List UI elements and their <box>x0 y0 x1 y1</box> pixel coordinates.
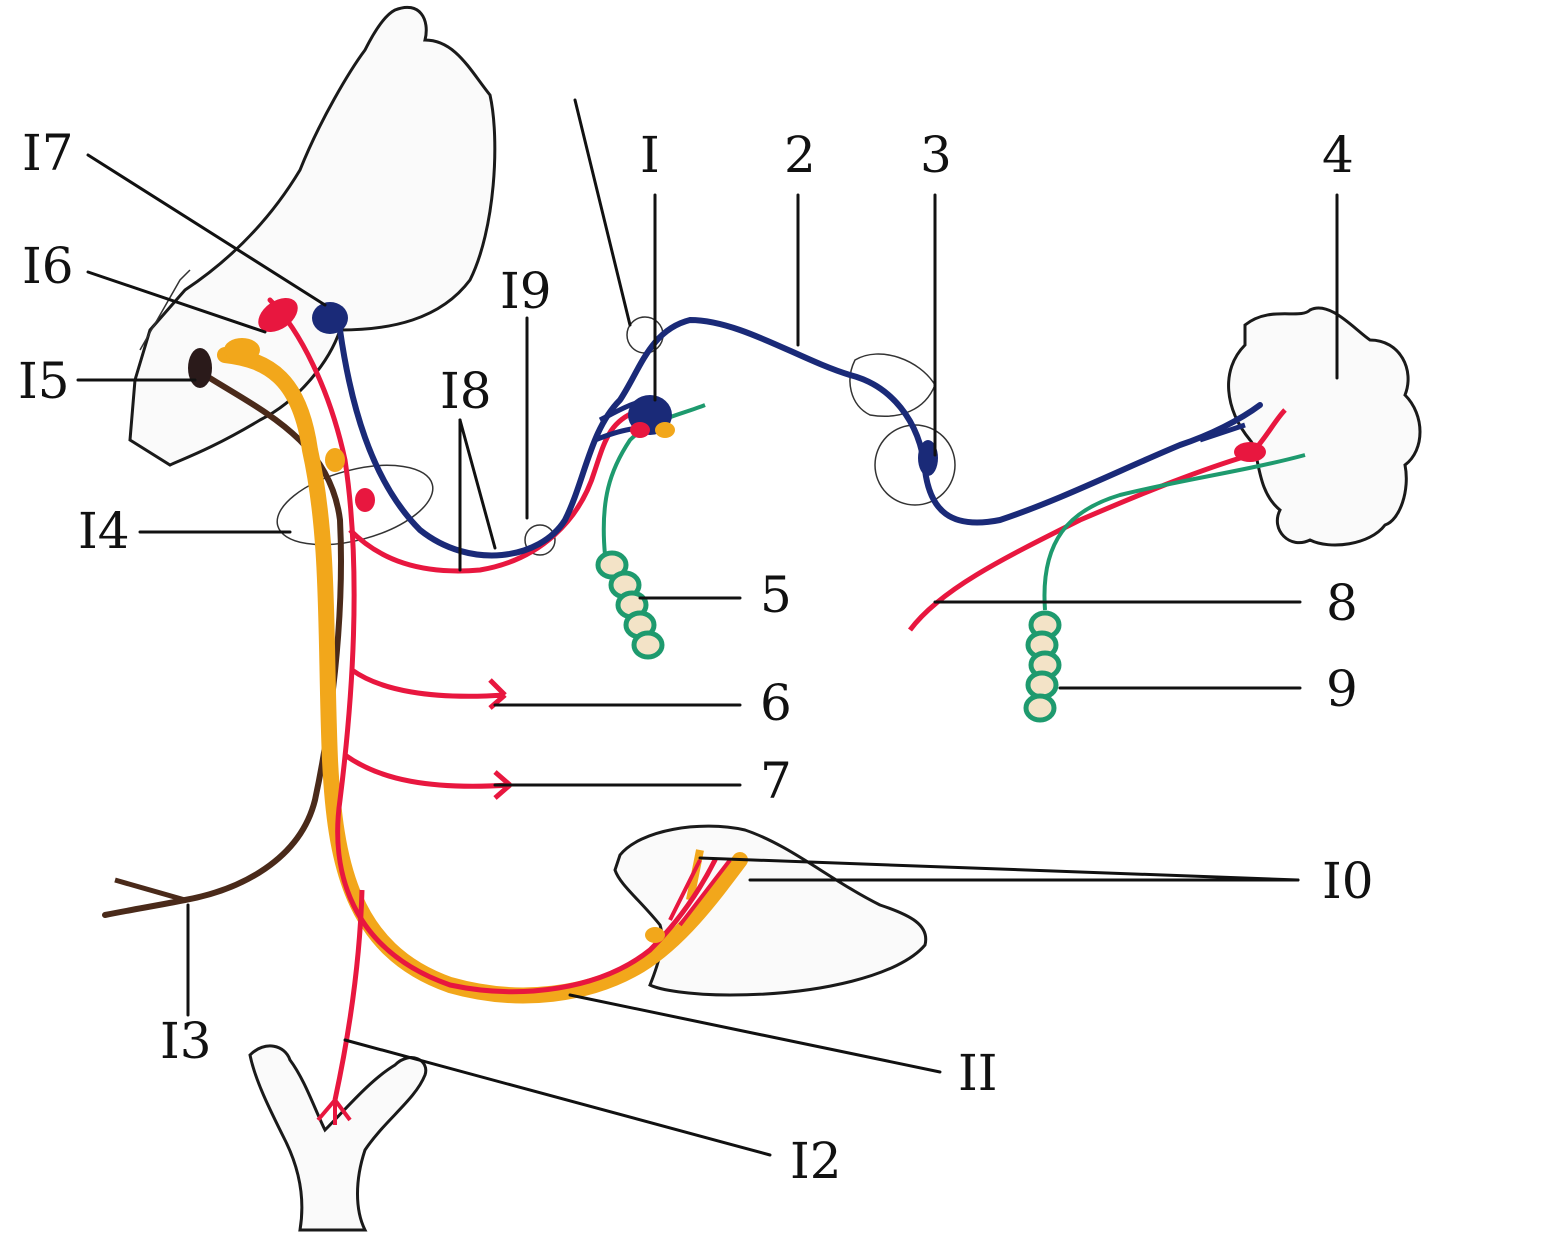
label-13: I3 <box>160 1012 212 1070</box>
label-18: I8 <box>440 362 492 420</box>
tongue-orange-blob <box>645 927 665 943</box>
leader-unlabeled <box>573 98 632 327</box>
leader-11 <box>568 993 942 1074</box>
label-14: I4 <box>78 502 130 560</box>
leader-17 <box>86 153 327 307</box>
ganglion-3-blue <box>918 440 938 476</box>
gland-4-red-junction <box>1234 442 1266 462</box>
ganglion-small-19 <box>524 524 556 556</box>
label-10: I0 <box>1322 852 1374 910</box>
red-nerve-branch-7 <box>343 752 512 800</box>
ganglion-14-red <box>355 488 375 512</box>
red-nerve-to-trachea <box>332 889 365 1101</box>
label-7: 7 <box>760 752 792 810</box>
coiled-gland-5 <box>595 550 665 660</box>
gland-lobulated-outline <box>1227 306 1422 547</box>
ganglion-1-cluster <box>628 395 675 438</box>
label-3: 3 <box>920 126 952 184</box>
blue-nerve-branch-gland <box>1199 422 1246 443</box>
trachea-outline <box>248 1044 428 1232</box>
label-17: I7 <box>22 124 74 182</box>
orange-nerve-branch <box>686 849 704 901</box>
leader-16 <box>86 270 267 334</box>
nucleus-orange <box>224 338 260 362</box>
coiled-gland-9 <box>1023 610 1062 723</box>
red-nerve-main <box>267 297 718 995</box>
green-nerve-9 <box>1042 453 1306 611</box>
leader-10a <box>698 856 1300 882</box>
ganglion-outline-3a <box>849 353 936 417</box>
label-15: I5 <box>18 352 70 410</box>
ganglion-small-pre1 <box>626 316 664 354</box>
label-8: 8 <box>1326 574 1358 632</box>
label-5: 5 <box>760 566 792 624</box>
ganglion-14-orange <box>325 448 345 472</box>
label-12: I2 <box>790 1132 842 1190</box>
label-1: I <box>640 126 660 184</box>
orange-nerve <box>217 347 748 1004</box>
red-nerve-branch-6 <box>350 667 507 710</box>
leader-12 <box>343 1038 772 1157</box>
label-16: I6 <box>22 237 74 295</box>
blue-nerve <box>337 316 1263 559</box>
tongue-region-outline <box>613 824 928 997</box>
brainstem-inner-line <box>139 269 191 351</box>
nucleus-16-red <box>258 297 298 333</box>
label-9: 9 <box>1326 660 1358 718</box>
red-nerve-tongue-branches <box>668 858 732 927</box>
leader-lines <box>76 98 1339 1157</box>
nucleus-17-blue <box>312 302 348 334</box>
green-nerve-5 <box>601 403 706 556</box>
brown-nerve-branch <box>114 877 186 903</box>
red-nerve-trachea-branches <box>316 1098 352 1125</box>
nucleus-15-dark <box>188 348 212 388</box>
label-6: 6 <box>760 674 792 732</box>
label-2: 2 <box>784 126 816 184</box>
label-4: 4 <box>1322 126 1354 184</box>
label-11: II <box>958 1044 998 1102</box>
leader-18b <box>458 418 497 550</box>
label-19: I9 <box>500 262 552 320</box>
